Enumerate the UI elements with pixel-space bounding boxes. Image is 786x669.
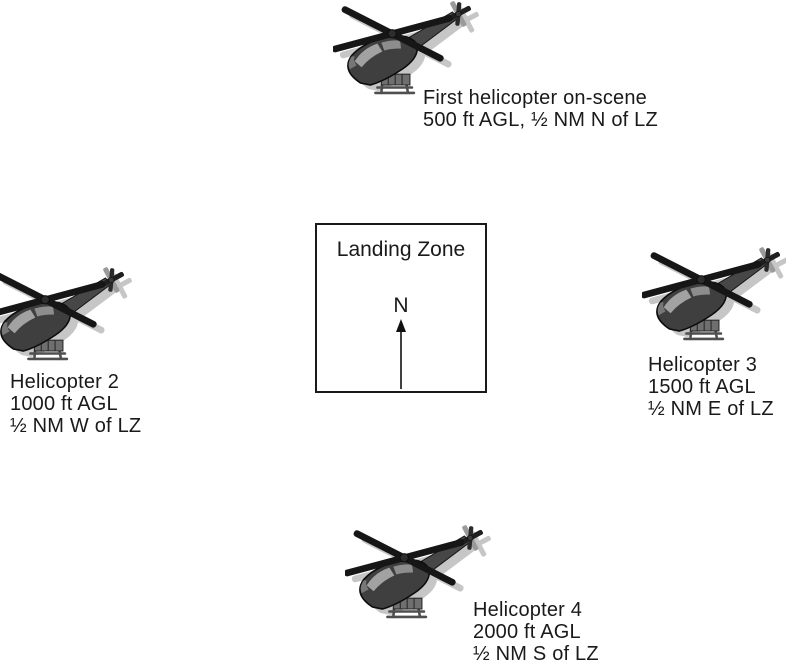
label-line: 1000 ft AGL xyxy=(10,393,118,415)
helicopter-east-label: Helicopter 3 1500 ft AGL ½ NM E of LZ xyxy=(648,354,774,420)
label-line: ½ NM S of LZ xyxy=(473,643,599,665)
label-line: 1500 ft AGL xyxy=(648,376,756,398)
label-line: ½ NM E of LZ xyxy=(648,398,774,420)
helicopter-south-icon xyxy=(345,524,493,623)
helicopter-north-label: First helicopter on-scene 500 ft AGL, ½ … xyxy=(423,87,658,131)
landing-zone-box: Landing Zone N xyxy=(315,223,487,393)
helicopter-south-label: Helicopter 4 2000 ft AGL ½ NM S of LZ xyxy=(473,599,599,665)
helicopter-north-icon xyxy=(333,0,481,99)
helicopter-east-icon xyxy=(642,246,786,345)
north-arrow-icon xyxy=(396,319,406,389)
helicopter-west-icon xyxy=(0,266,134,365)
label-line: Helicopter 2 xyxy=(10,371,120,393)
north-label: N xyxy=(393,294,409,317)
label-line: ½ NM W of LZ xyxy=(10,415,142,437)
label-line: Helicopter 3 xyxy=(648,354,758,376)
label-line: 2000 ft AGL xyxy=(473,621,581,643)
helicopter-west-label: Helicopter 2 1000 ft AGL ½ NM W of LZ xyxy=(10,371,141,437)
label-line: 500 ft AGL, ½ NM N of LZ xyxy=(423,109,658,131)
label-line: Helicopter 4 xyxy=(473,599,583,621)
landing-zone-title: Landing Zone xyxy=(336,238,466,261)
label-line: First helicopter on-scene xyxy=(423,87,647,109)
